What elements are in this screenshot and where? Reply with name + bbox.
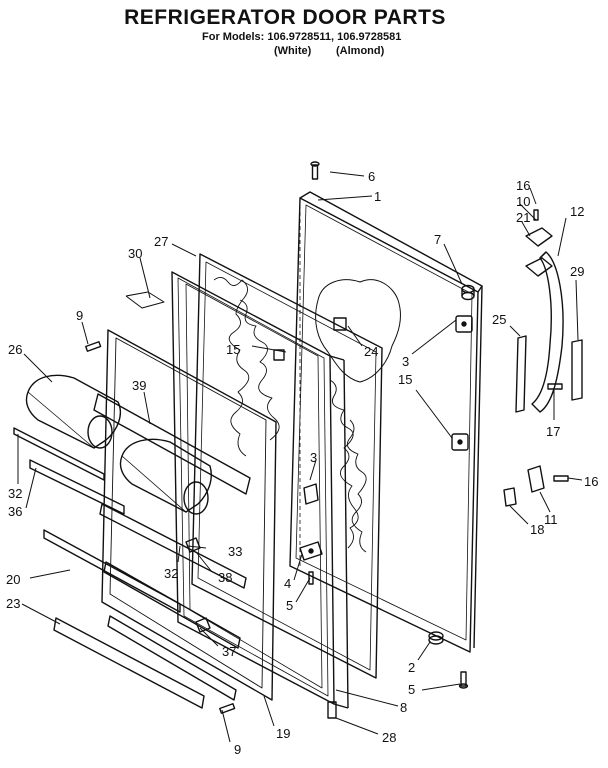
callout-10: 10 bbox=[516, 194, 530, 209]
clip-18 bbox=[503, 487, 517, 507]
callout-labels: 6 1 7 16 10 21 12 29 25 17 3 15 16 11 18… bbox=[6, 169, 598, 757]
bracket-3 bbox=[303, 483, 319, 505]
callout-12: 12 bbox=[570, 204, 584, 219]
callout-20: 20 bbox=[6, 572, 20, 587]
callout-21: 21 bbox=[516, 210, 530, 225]
diagram-header: REFRIGERATOR DOOR PARTS For Models: 106.… bbox=[0, 0, 608, 90]
dairy-bin-center bbox=[119, 438, 212, 515]
door-handle-12 bbox=[531, 251, 564, 413]
top-screw bbox=[310, 161, 320, 180]
callout-26: 26 bbox=[8, 342, 22, 357]
callout-7: 7 bbox=[434, 232, 441, 247]
trim-25 bbox=[515, 335, 527, 413]
clip-33 bbox=[185, 537, 201, 553]
screw-16b bbox=[553, 475, 569, 482]
shelf-bar-32 bbox=[13, 427, 105, 481]
side-screw-9a bbox=[85, 341, 102, 352]
callout-3-right: 3 bbox=[402, 354, 409, 369]
callout-25: 25 bbox=[492, 312, 506, 327]
leader-lines bbox=[17, 171, 583, 743]
shelf-bar-36 bbox=[29, 459, 125, 515]
callout-32-center: 32 bbox=[164, 566, 178, 581]
callout-39: 39 bbox=[132, 378, 146, 393]
callout-16-bottom: 16 bbox=[584, 474, 598, 489]
trim-29 bbox=[571, 339, 583, 401]
callout-36: 36 bbox=[8, 504, 22, 519]
callout-1: 1 bbox=[374, 189, 381, 204]
bracket-4 bbox=[299, 541, 323, 561]
callout-6: 6 bbox=[368, 169, 375, 184]
bottom-screw bbox=[458, 671, 469, 689]
callout-18: 18 bbox=[530, 522, 544, 537]
callout-24: 24 bbox=[364, 344, 378, 359]
shelf-bar-20 bbox=[43, 529, 181, 613]
handle-cap-21 bbox=[525, 227, 553, 277]
callout-29: 29 bbox=[570, 264, 584, 279]
callout-4: 4 bbox=[284, 576, 291, 591]
callout-28: 28 bbox=[382, 730, 396, 745]
dairy-bin-left bbox=[25, 374, 122, 449]
callout-2: 2 bbox=[408, 660, 415, 675]
shelf-bar-23 bbox=[53, 617, 205, 709]
plug-24 bbox=[333, 317, 347, 331]
top-hinge-cap bbox=[461, 284, 475, 301]
callout-9-left: 9 bbox=[76, 308, 83, 323]
screw-17 bbox=[547, 383, 563, 390]
callout-9-bottom: 9 bbox=[234, 742, 241, 757]
callout-19: 19 bbox=[276, 726, 290, 741]
callout-30: 30 bbox=[128, 246, 142, 261]
door-gasket bbox=[171, 271, 349, 719]
page-title: REFRIGERATOR DOOR PARTS bbox=[124, 6, 446, 29]
plug-15a bbox=[273, 349, 285, 361]
color-almond-label: (Almond) bbox=[336, 45, 385, 57]
models-line: For Models: 106.9728511, 106.9728581 bbox=[202, 31, 402, 43]
callout-16-top: 16 bbox=[516, 178, 530, 193]
bottom-bushing bbox=[428, 631, 444, 645]
hinge-block-11 bbox=[527, 465, 545, 493]
callout-5-left: 5 bbox=[286, 598, 293, 613]
color-white-label: (White) bbox=[274, 45, 312, 57]
callout-27: 27 bbox=[154, 234, 168, 249]
callout-37: 37 bbox=[222, 644, 236, 659]
insulation-cutaway bbox=[315, 279, 401, 383]
outer-door-panel bbox=[289, 191, 483, 653]
foam-panel bbox=[191, 253, 383, 679]
clip-37 bbox=[195, 617, 211, 633]
callout-11: 11 bbox=[544, 512, 558, 527]
callout-32-left: 32 bbox=[8, 486, 22, 501]
hinge-brackets bbox=[451, 315, 473, 451]
side-screw-9b bbox=[219, 703, 236, 714]
callout-3-left: 3 bbox=[310, 450, 317, 465]
screw-5a bbox=[308, 571, 314, 585]
callout-15-left: 15 bbox=[226, 342, 240, 357]
callout-15-right: 15 bbox=[398, 372, 412, 387]
inner-door-liner bbox=[93, 291, 277, 701]
callout-38: 38 bbox=[218, 570, 232, 585]
callout-23: 23 bbox=[6, 596, 20, 611]
callout-5-bottom: 5 bbox=[408, 682, 415, 697]
callout-17: 17 bbox=[546, 424, 560, 439]
callout-33: 33 bbox=[228, 544, 242, 559]
callout-8: 8 bbox=[400, 700, 407, 715]
